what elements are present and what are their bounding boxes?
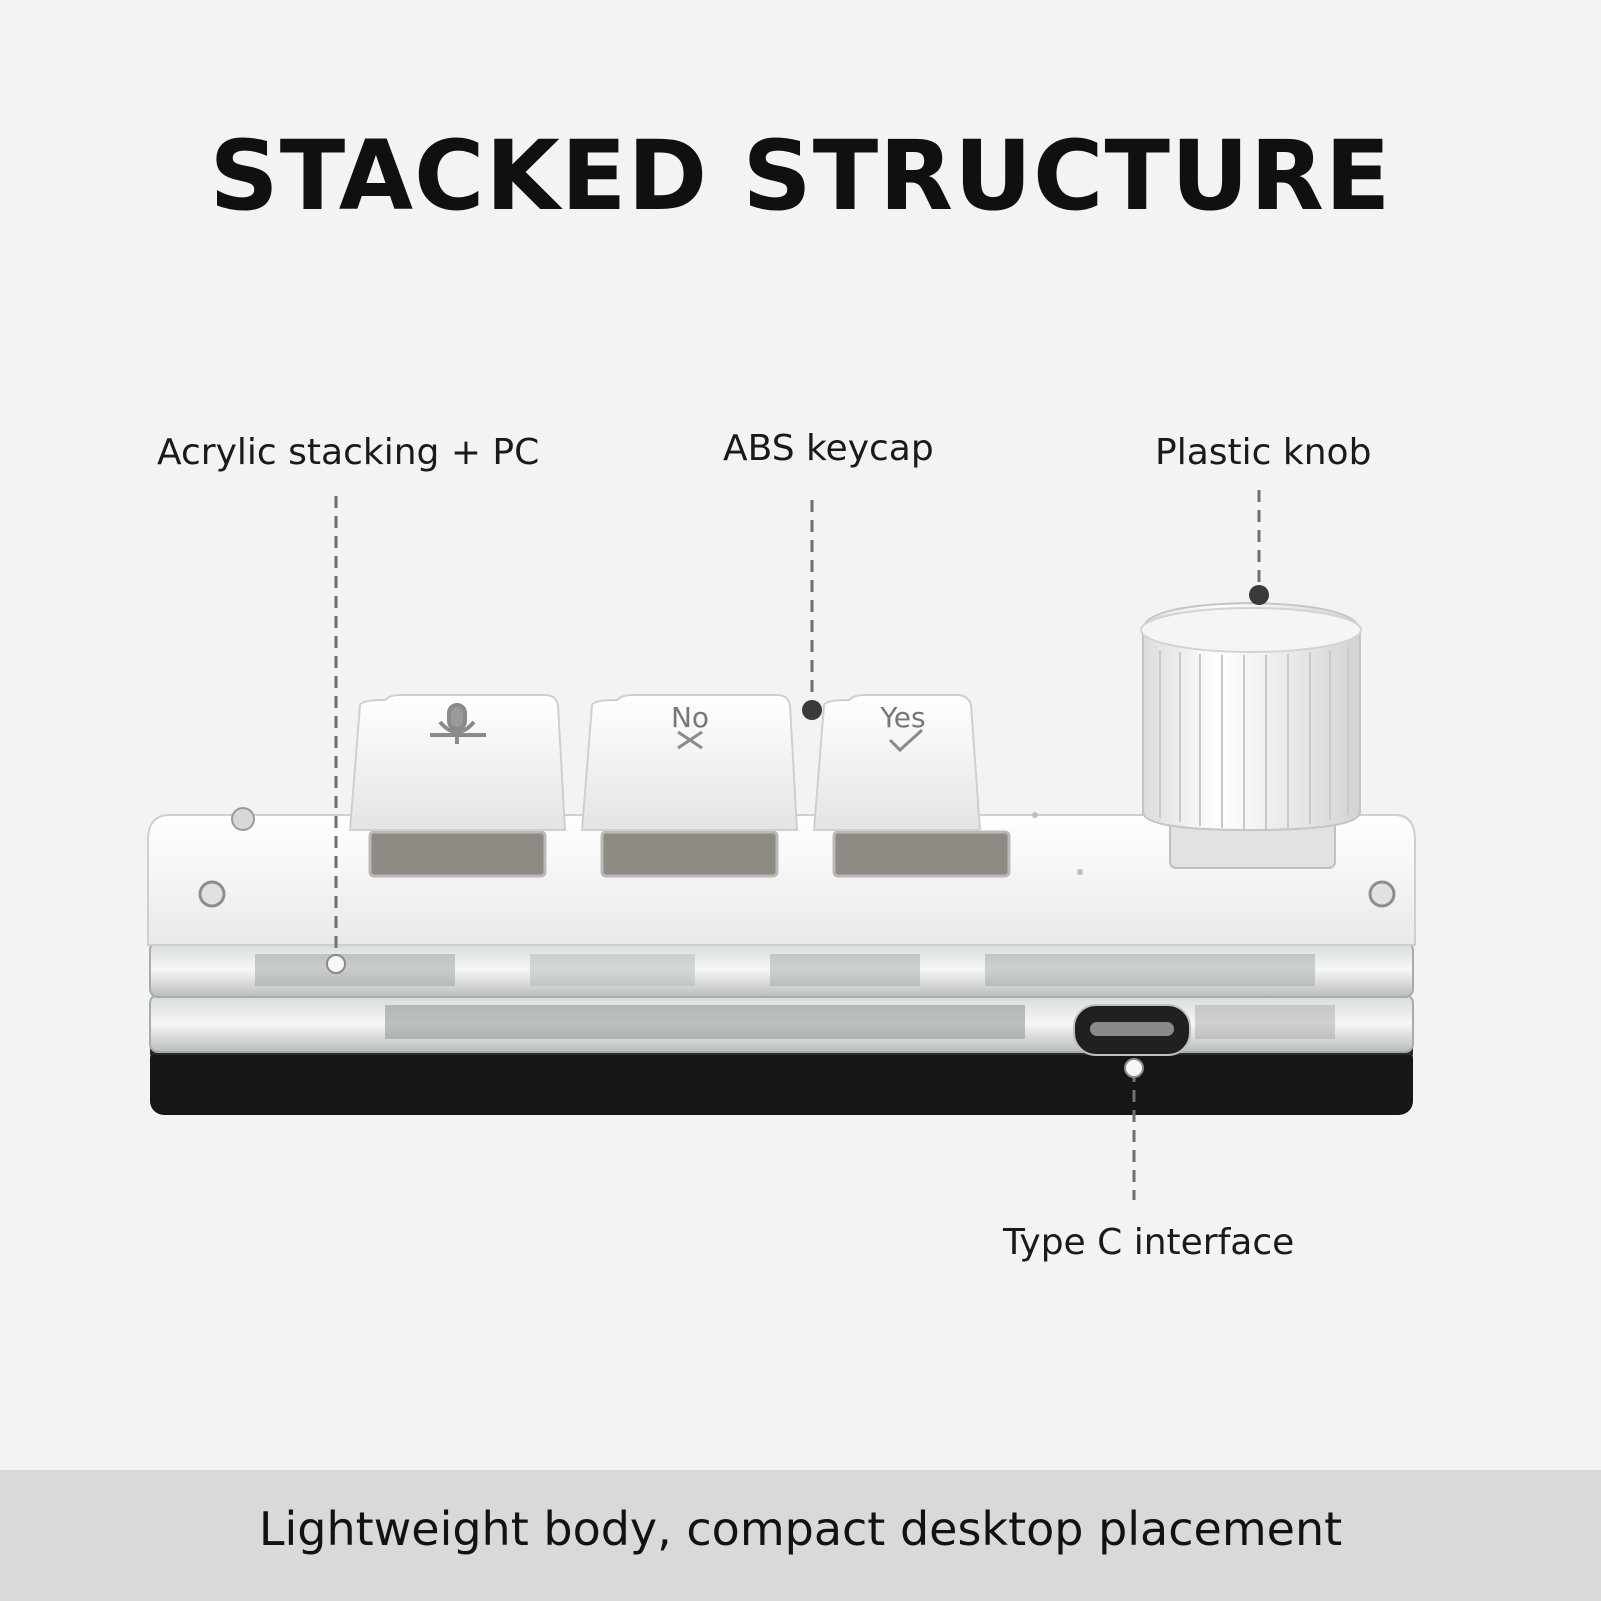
footer-caption: Lightweight body, compact desktop placem… bbox=[258, 1502, 1343, 1556]
microphone-icon bbox=[430, 703, 486, 744]
callout-dots bbox=[326, 585, 1269, 1078]
switches bbox=[368, 830, 1011, 878]
callout-knob-label: Plastic knob bbox=[1155, 432, 1372, 473]
keycap-mic[interactable] bbox=[348, 694, 567, 831]
acrylic-layer-lower bbox=[149, 994, 1414, 1053]
bottom-plate bbox=[150, 1045, 1413, 1115]
plastic-knob[interactable] bbox=[1140, 601, 1362, 869]
footer-band bbox=[0, 1470, 1601, 1601]
keycap-no-legend: No bbox=[671, 701, 709, 734]
callout-lines bbox=[334, 490, 1261, 1200]
callout-keycap-label: ABS keycap bbox=[723, 428, 934, 469]
usb-c-port bbox=[1073, 1004, 1191, 1056]
keycap-no[interactable]: No bbox=[580, 694, 799, 831]
page-title: STACKED STRUCTURE bbox=[209, 120, 1392, 232]
keycap-yes[interactable]: Yes bbox=[812, 694, 982, 831]
callout-typec-label: Type C interface bbox=[1003, 1222, 1295, 1263]
check-icon bbox=[888, 728, 924, 753]
keycap-yes-legend: Yes bbox=[879, 701, 925, 734]
callout-acrylic-label: Acrylic stacking + PC bbox=[157, 432, 540, 473]
cross-icon bbox=[677, 730, 703, 750]
acrylic-layer-upper bbox=[149, 941, 1414, 998]
